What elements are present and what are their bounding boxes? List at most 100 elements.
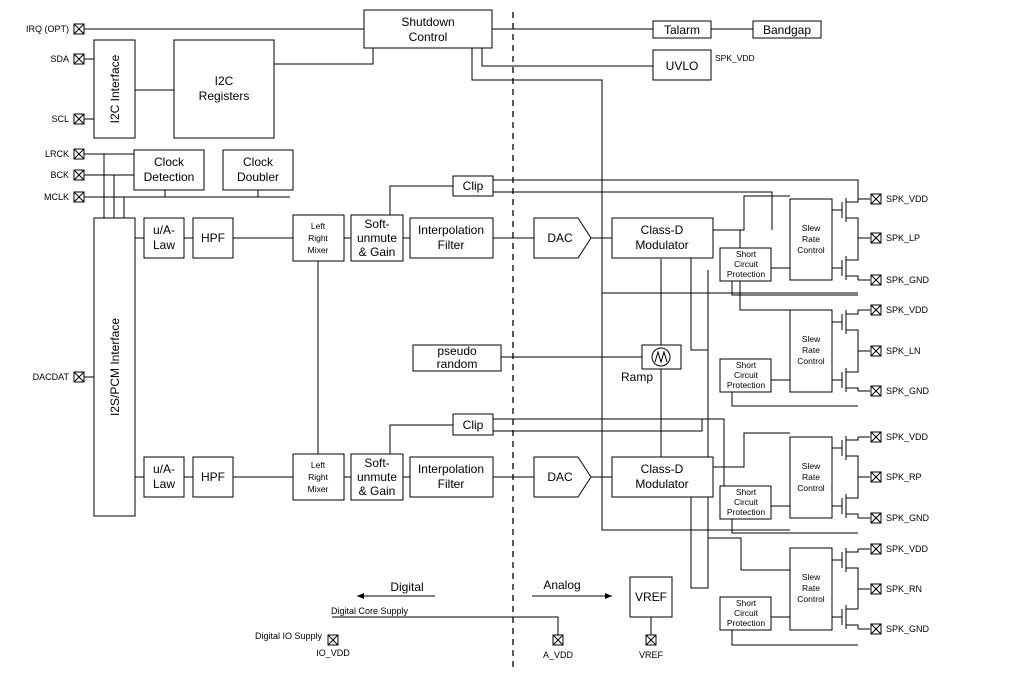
left-interp-label-1: Interpolation	[418, 223, 484, 237]
pin-spk-ln	[870, 345, 882, 357]
left-softunmute-block: Soft- unmute & Gain	[350, 214, 404, 262]
bandgap-block: Bandgap	[752, 20, 822, 39]
pin-a-vdd	[552, 634, 564, 646]
i2s-interface-block: I2S/PCM Interface	[93, 217, 136, 517]
right-ua-law-block: u/A- Law	[143, 456, 185, 498]
pin-lrck-label: LRCK	[45, 149, 69, 159]
pin-spk-rp	[870, 471, 882, 483]
right-classd-label-2: Modulator	[635, 477, 688, 491]
right-mixer-label-2: Right	[308, 472, 328, 482]
right-mixer-block: Left Right Mixer	[292, 453, 345, 501]
scp-lp-label-2: Circuit	[734, 259, 759, 269]
pin-a-vdd-label: A_VDD	[543, 650, 574, 660]
left-softunmute-label-1: Soft-	[364, 217, 389, 231]
i2c-interface-label: I2C Interface	[108, 54, 122, 123]
uvlo-spk-vdd-label: SPK_VDD	[715, 53, 755, 63]
vref-label: VREF	[635, 590, 667, 604]
i2c-registers-label-2: Registers	[199, 89, 250, 103]
slew-rp-label-2: Rate	[802, 472, 820, 482]
right-softunmute-label-1: Soft-	[364, 456, 389, 470]
analog-domain-label: Analog	[543, 578, 580, 592]
right-mixer-label-3: Mixer	[308, 484, 329, 494]
digital-domain-label: Digital	[390, 580, 423, 594]
right-ua-law-label-2: Law	[153, 477, 175, 491]
pin-io-vdd-label: IO_VDD	[316, 648, 350, 658]
scp-ln-label-3: Protection	[727, 380, 766, 390]
uvlo-block: UVLO	[652, 49, 712, 81]
pin-mclk-label: MCLK	[44, 192, 69, 202]
right-hpf-block: HPF	[192, 456, 234, 498]
right-softunmute-block: Soft- unmute & Gain	[350, 453, 404, 501]
scp-rp-label-1: Short	[736, 487, 757, 497]
left-ua-law-block: u/A- Law	[143, 217, 185, 259]
right-dac-label: DAC	[547, 470, 573, 484]
pin-irq	[73, 23, 85, 35]
left-softunmute-label-3: & Gain	[359, 245, 396, 259]
pin-scl	[73, 113, 85, 125]
pin-spk-rp-label: SPK_RP	[886, 472, 922, 482]
left-hpf-block: HPF	[192, 217, 234, 259]
right-clip-block: Clip	[452, 413, 494, 436]
scp-rn-label-3: Protection	[727, 618, 766, 628]
left-mixer-label-3: Mixer	[308, 245, 329, 255]
slew-rn-label-2: Rate	[802, 583, 820, 593]
shutdown-label-1: Shutdown	[401, 15, 454, 29]
clock-detection-label-1: Clock	[154, 155, 185, 169]
right-clip-label: Clip	[463, 418, 484, 432]
pseudo-random-label-2: random	[437, 357, 478, 371]
scp-rp-label-3: Protection	[727, 507, 766, 517]
vref-block: VREF	[629, 576, 673, 618]
pin-mclk	[73, 191, 85, 203]
uvlo-label: UVLO	[666, 59, 699, 73]
slew-lp-label-2: Rate	[802, 234, 820, 244]
pseudo-random-block: pseudo random	[412, 344, 502, 372]
scp-ln-label-2: Circuit	[734, 370, 759, 380]
clock-doubler-label-2: Doubler	[237, 170, 279, 184]
driver-stage-lp: Slew Rate Control Short Circuit Protecti…	[719, 194, 870, 282]
pin-spk-vdd-1	[870, 193, 882, 205]
right-classd-block: Class-D Modulator	[611, 456, 714, 498]
driver-stage-rn: Slew Rate Control Short Circuit Protecti…	[719, 547, 870, 631]
pin-vref-label: VREF	[639, 650, 664, 660]
pin-dacdat	[73, 371, 85, 383]
left-classd-block: Class-D Modulator	[611, 217, 714, 259]
left-classd-label-1: Class-D	[641, 223, 684, 237]
pin-bck-label: BCK	[50, 170, 69, 180]
clock-doubler-label-1: Clock	[243, 155, 274, 169]
ramp-label: Ramp	[621, 370, 653, 384]
clock-detection-label-2: Detection	[144, 170, 195, 184]
ramp-block	[641, 344, 682, 370]
left-softunmute-label-2: unmute	[357, 231, 397, 245]
pin-spk-vdd-4	[870, 543, 882, 555]
scp-rn-label-2: Circuit	[734, 608, 759, 618]
i2c-registers-block: I2C Registers	[173, 39, 275, 139]
slew-lp-label-3: Control	[797, 245, 825, 255]
slew-rp-label-1: Slew	[802, 461, 821, 471]
shutdown-label-2: Control	[409, 30, 448, 44]
left-mixer-block: Left Right Mixer	[292, 214, 345, 262]
left-mixer-label-1: Left	[311, 221, 326, 231]
pin-spk-gnd-3-label: SPK_GND	[886, 513, 930, 523]
pin-spk-vdd-2-label: SPK_VDD	[886, 305, 929, 315]
pin-spk-gnd-4-label: SPK_GND	[886, 624, 930, 634]
pin-spk-lp	[870, 232, 882, 244]
clock-detection-block: Clock Detection	[133, 149, 205, 191]
left-dac-label: DAC	[547, 231, 573, 245]
right-softunmute-label-2: unmute	[357, 470, 397, 484]
i2s-interface-label: I2S/PCM Interface	[108, 318, 122, 416]
pin-bck	[73, 169, 85, 181]
pin-spk-gnd-2-label: SPK_GND	[886, 386, 930, 396]
right-mixer-label-1: Left	[311, 460, 326, 470]
slew-rn-label-1: Slew	[802, 572, 821, 582]
left-clip-label: Clip	[463, 179, 484, 193]
digital-core-supply-label: Digital Core Supply	[331, 606, 409, 616]
left-dac-block: DAC	[533, 217, 592, 259]
pseudo-random-label-1: pseudo	[437, 344, 477, 358]
pin-lrck	[73, 148, 85, 160]
ramp-generator-icon	[651, 347, 671, 367]
left-hpf-label: HPF	[201, 231, 225, 245]
slew-rp-label-3: Control	[797, 483, 825, 493]
pin-spk-gnd-1-label: SPK_GND	[886, 275, 930, 285]
scp-ln-label-1: Short	[736, 360, 757, 370]
wires	[84, 28, 859, 646]
